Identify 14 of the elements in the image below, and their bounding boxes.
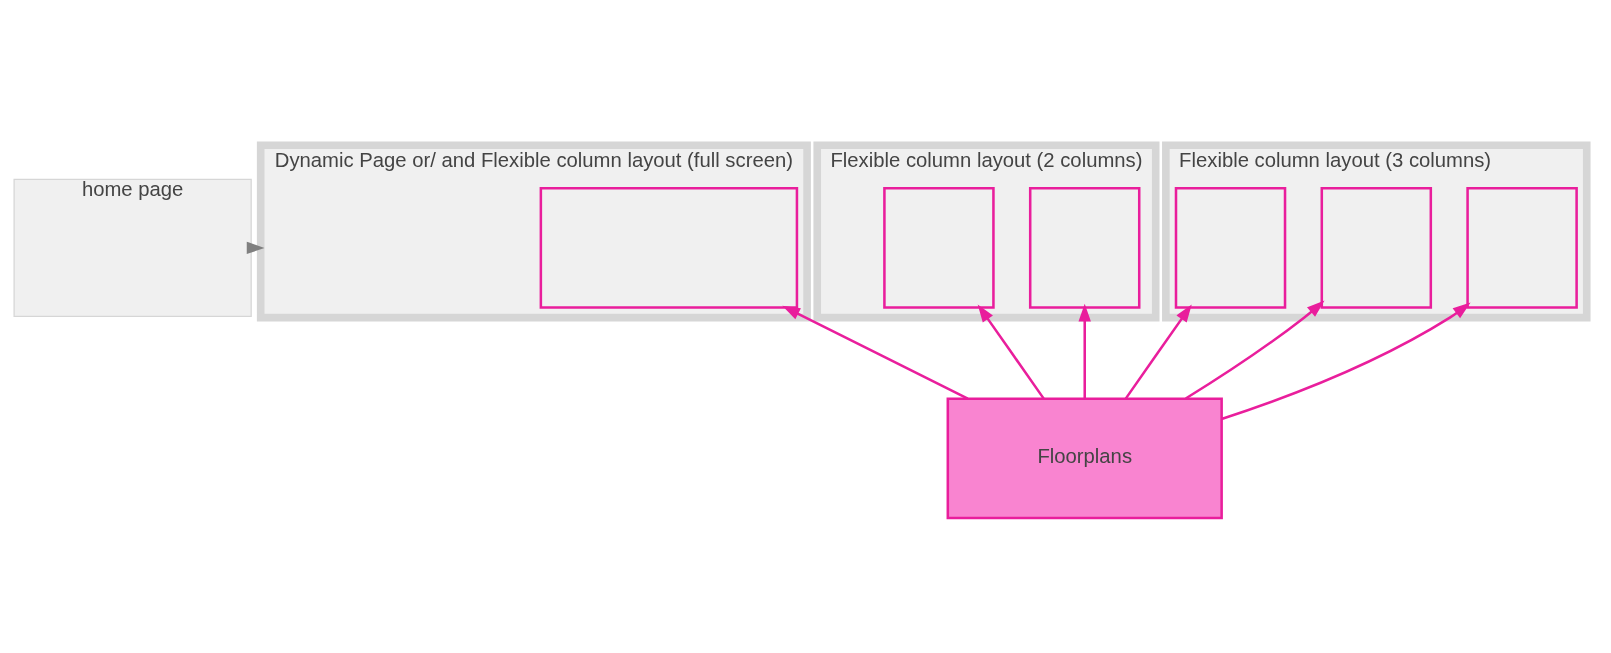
node-box: Floorplans — [946, 397, 1223, 520]
arrow — [1221, 302, 1471, 421]
node-box — [1320, 187, 1433, 309]
arrow — [1185, 300, 1325, 400]
arrow — [1124, 304, 1192, 400]
arrow — [1078, 303, 1091, 399]
arrow — [246, 241, 265, 255]
arrow — [977, 304, 1045, 400]
arrow — [782, 305, 969, 400]
node-box — [1174, 187, 1287, 309]
node-box — [1028, 187, 1141, 309]
node-box — [883, 187, 995, 309]
node-box — [539, 187, 799, 309]
node-box — [1466, 187, 1578, 309]
